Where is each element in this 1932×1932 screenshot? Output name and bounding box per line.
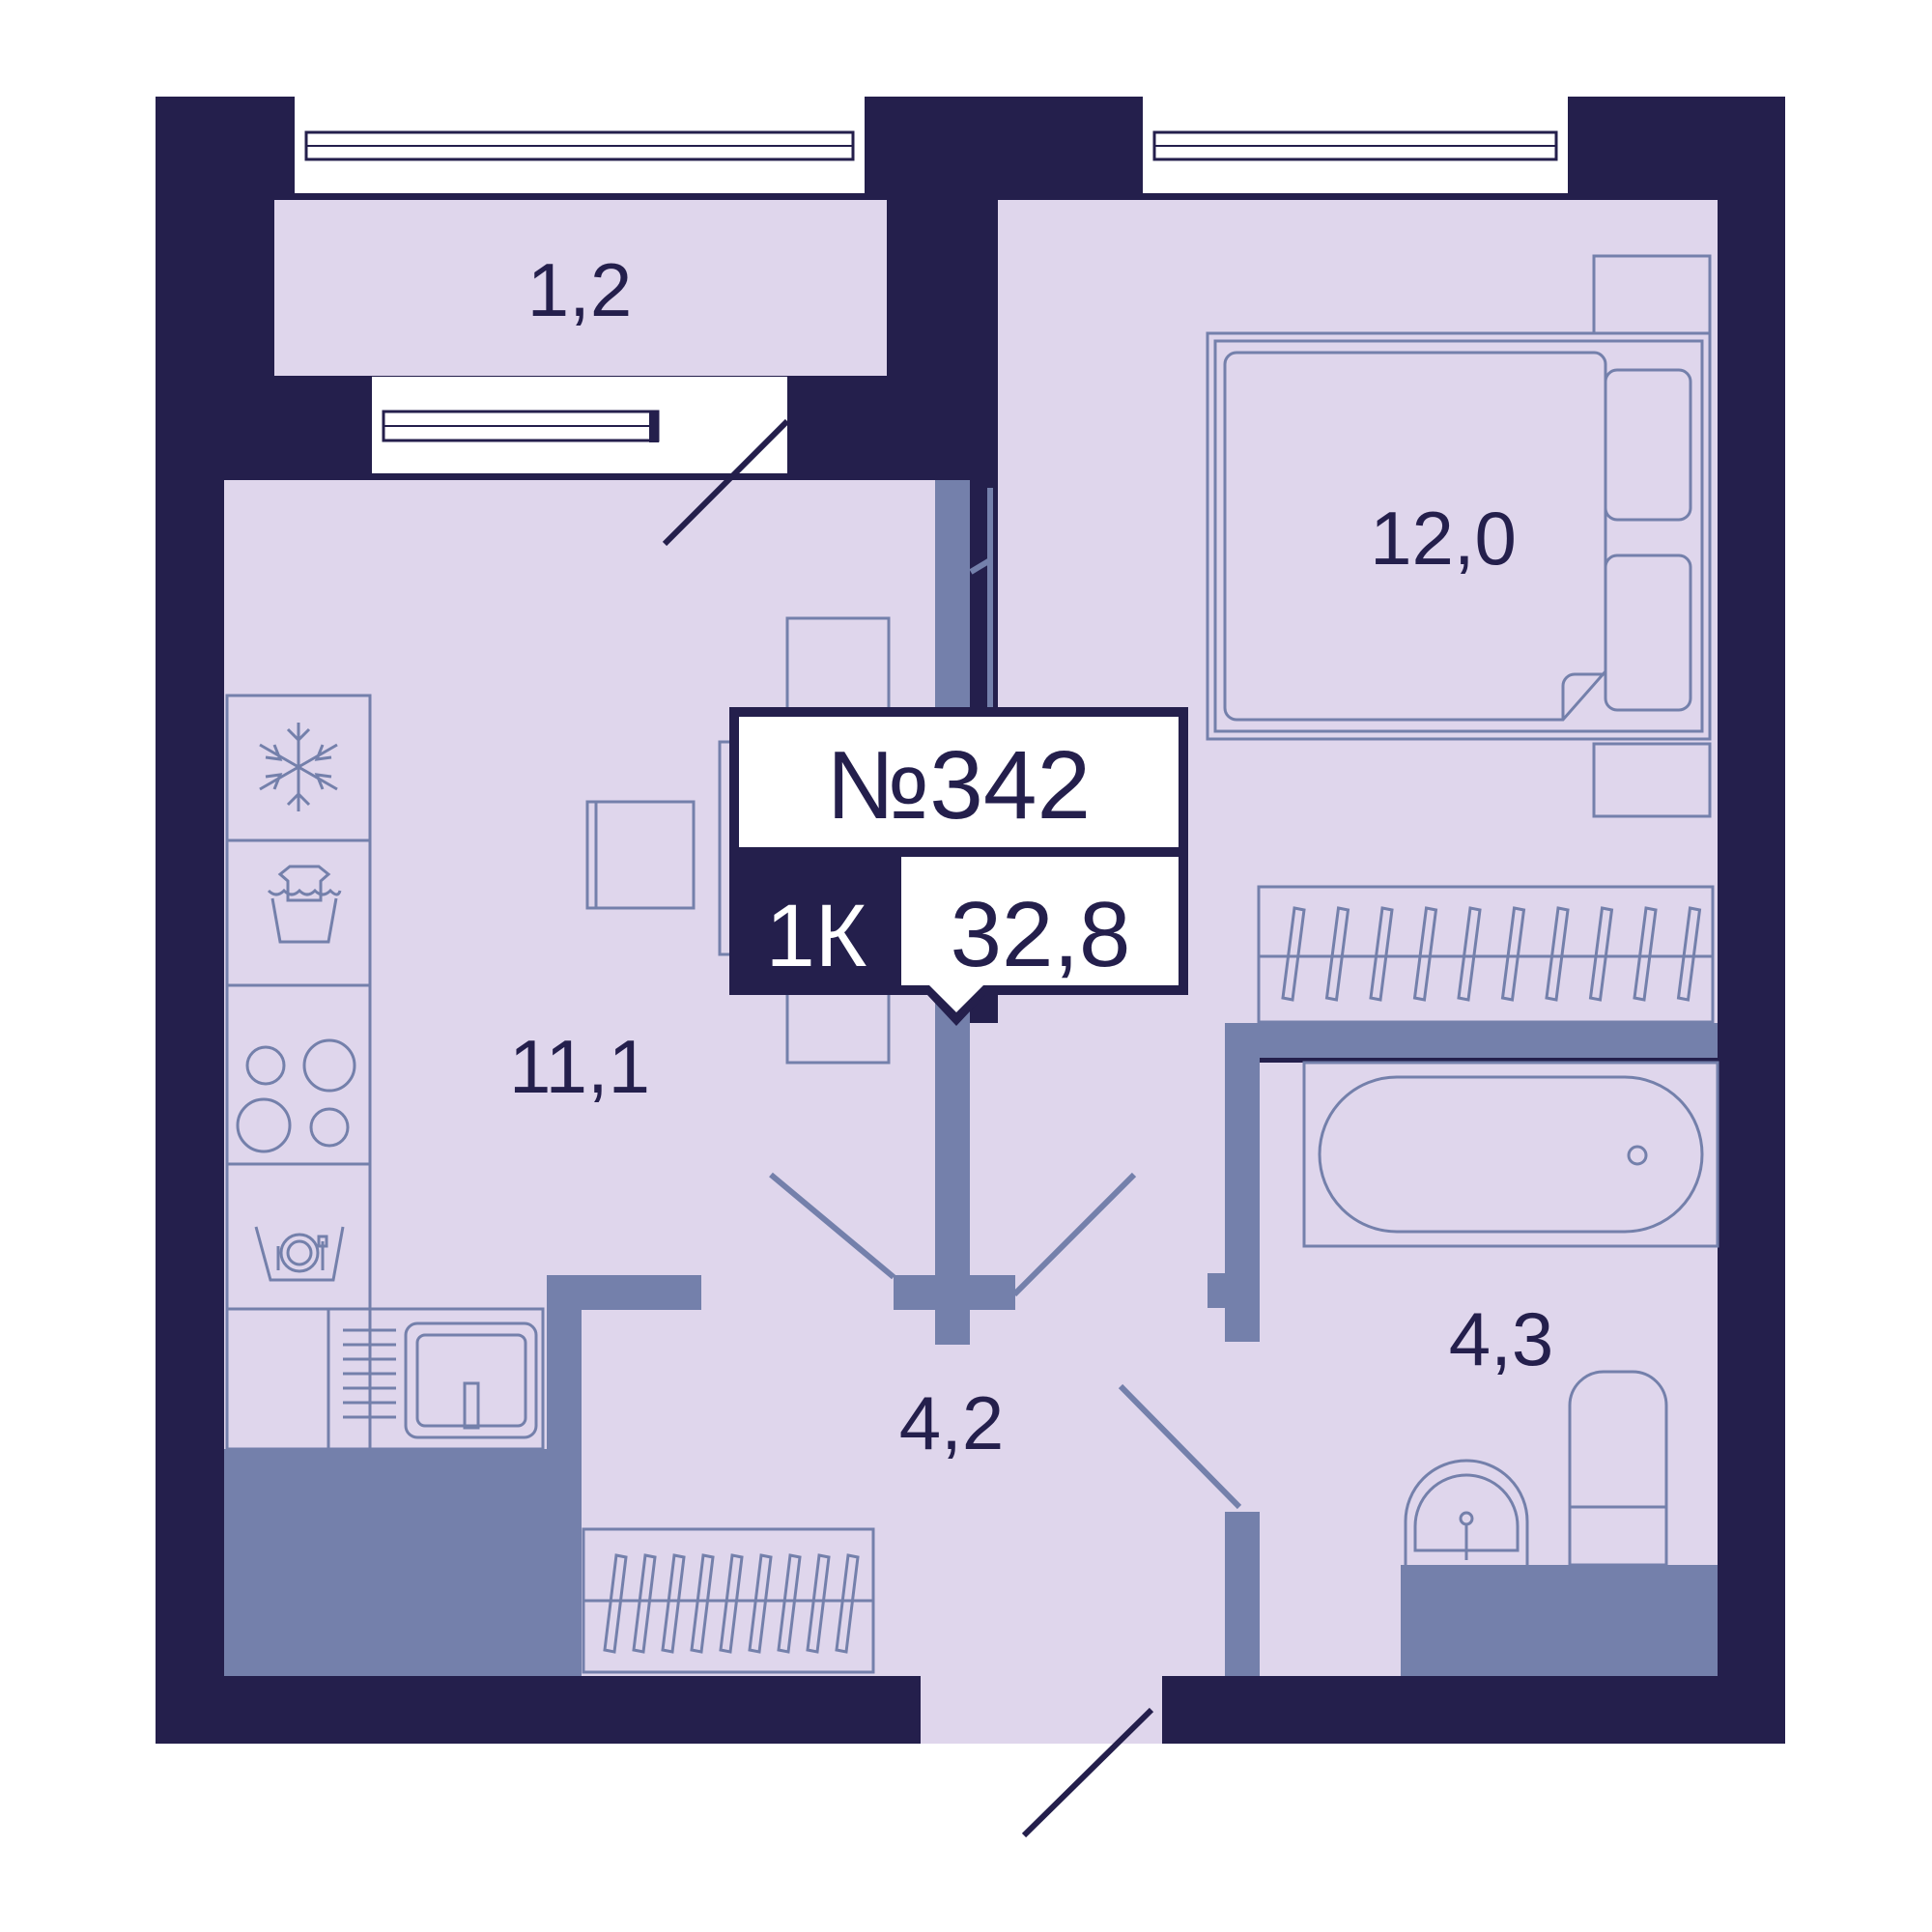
bathtub <box>1302 1061 1719 1248</box>
fridge-snowflake-icon <box>259 723 338 811</box>
windows <box>295 97 1568 547</box>
apartment-number: №342 <box>826 731 1091 839</box>
hanger <box>661 1553 686 1654</box>
hanger <box>777 1553 802 1654</box>
toilet <box>1568 1370 1668 1567</box>
balcony-floor <box>274 200 887 376</box>
hob-icon <box>236 1038 356 1153</box>
bed <box>1206 254 1712 818</box>
hall-floor <box>580 1023 1256 1676</box>
apartment-type: 1К <box>766 887 867 985</box>
kitchen-counter-base <box>224 1449 547 1676</box>
hanger <box>690 1553 715 1654</box>
balcony-area: 1,2 <box>527 247 632 332</box>
hanger <box>603 1553 628 1654</box>
apartment-total-area: 32,8 <box>951 883 1131 986</box>
bedroom-area: 12,0 <box>1370 496 1517 581</box>
entrance-floor <box>921 1671 1162 1744</box>
hanger <box>1676 906 1702 1002</box>
washing-machine-icon <box>267 865 342 944</box>
hall-area: 4,2 <box>899 1380 1004 1465</box>
hanger <box>806 1553 831 1654</box>
dining-table <box>585 616 891 1065</box>
hanger <box>1545 906 1570 1002</box>
bath-counter <box>1401 1565 1718 1676</box>
apartment-info-label: №342 1К 32,8 <box>729 707 1188 1026</box>
hanger <box>1457 906 1482 1002</box>
bath-area: 4,3 <box>1449 1296 1553 1381</box>
hanger <box>1412 906 1438 1002</box>
entrance-door-swing <box>1021 1707 1154 1838</box>
hanger <box>632 1553 657 1654</box>
bedroom-wardrobe <box>1257 885 1715 1024</box>
area-labels: 1,2 12,0 11,1 4,2 4,3 <box>509 247 1553 1465</box>
kitchen-units <box>225 694 545 1451</box>
balcony-door-swing <box>662 418 790 547</box>
kitchen-area: 11,1 <box>509 1024 650 1109</box>
bath-sink <box>1404 1459 1529 1565</box>
hanger <box>1281 906 1306 1002</box>
hall-wardrobe <box>582 1527 875 1674</box>
hanger <box>1369 906 1394 1002</box>
dishwasher-icon <box>254 1226 345 1282</box>
hanger <box>719 1553 744 1654</box>
hanger <box>1633 906 1658 1002</box>
hanger <box>748 1553 773 1654</box>
hanger <box>1324 906 1350 1002</box>
hanger <box>1588 906 1614 1002</box>
hanger <box>1500 906 1526 1002</box>
hanger <box>835 1553 860 1654</box>
sink-icon <box>343 1321 538 1439</box>
